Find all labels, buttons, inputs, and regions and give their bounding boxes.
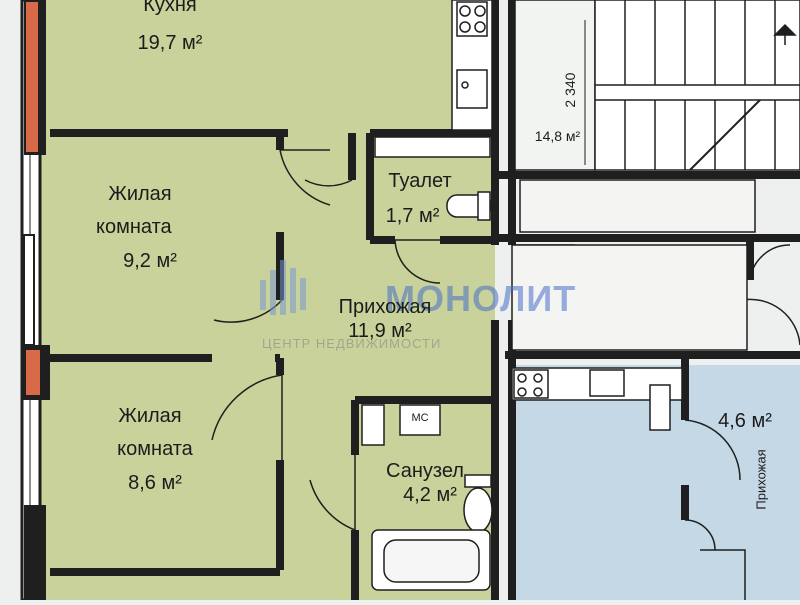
neighbor-hall-floor (685, 365, 800, 600)
toilet-shelf (374, 136, 491, 158)
door-neighbor (741, 298, 800, 346)
interior-walls (50, 0, 800, 600)
lobby (511, 244, 748, 351)
toilet-fixtures (374, 136, 492, 221)
door-neighbor-inner (684, 419, 741, 481)
neighbor-hall-label: Прихожая (753, 449, 769, 510)
living2-area: 8,6 м² (128, 472, 182, 494)
stair-landing (514, 0, 596, 171)
wall-segment (24, 505, 46, 600)
washer-icon (399, 404, 441, 436)
staircase (511, 0, 800, 351)
neighbor-fridge-icon (649, 384, 671, 431)
exterior-wall-left (20, 0, 50, 602)
hall-area: 11,9 м² (348, 320, 412, 342)
door-toilet (394, 239, 441, 284)
stair-dimension: 2 340 (561, 72, 578, 108)
toilet-area: 1,7 м² (385, 205, 440, 227)
door-swings (211, 135, 800, 600)
toilet-name: Туалет (388, 170, 452, 192)
bath-area: 4,2 м² (403, 484, 457, 506)
door-living1 (279, 149, 331, 206)
living1-area: 9,2 м² (123, 250, 177, 272)
door-bath (309, 455, 356, 531)
watermark-subtitle: ЦЕНТР НЕДВИЖИМОСТИ (262, 336, 442, 351)
stair-arrow (689, 99, 761, 171)
apartment-floor (40, 0, 495, 600)
watermark-logo (258, 250, 318, 320)
watermark-brand: МОНОЛИТ (385, 278, 577, 319)
stair-arrow-head (773, 23, 797, 45)
bath-name: Санузел (386, 460, 464, 482)
living2-line2: комната (117, 438, 193, 460)
stair-area: 14,8 м² (534, 128, 581, 144)
kitchen-area: 19,7 м² (137, 32, 203, 54)
door-kitchen (304, 135, 353, 187)
living1-line1: Жилая (108, 183, 172, 205)
door-stair-right (749, 244, 791, 281)
living1-line2: комната (96, 216, 172, 238)
bathroom-fixtures (361, 404, 493, 591)
door-living2 (211, 374, 283, 460)
hall-name: Прихожая (338, 296, 432, 318)
toilet-tank (477, 191, 491, 221)
kitchen-name: Кухня (143, 0, 197, 16)
window-frame (26, 2, 38, 152)
window-frame (26, 350, 40, 395)
window (23, 234, 35, 346)
neighbor-sink-icon (589, 369, 625, 397)
watermark-icon (260, 260, 306, 315)
neighbor-kitchen (511, 367, 683, 431)
corridor (519, 179, 756, 233)
door-neighbor-bottom (684, 519, 746, 600)
living2-line1: Жилая (118, 405, 182, 427)
washer-label: МС (411, 412, 429, 424)
cabinet-icon (361, 404, 385, 446)
kitchen-fixtures (451, 0, 493, 131)
sink-icon (456, 69, 488, 109)
neighbor-area: 4,6 м² (718, 410, 772, 432)
